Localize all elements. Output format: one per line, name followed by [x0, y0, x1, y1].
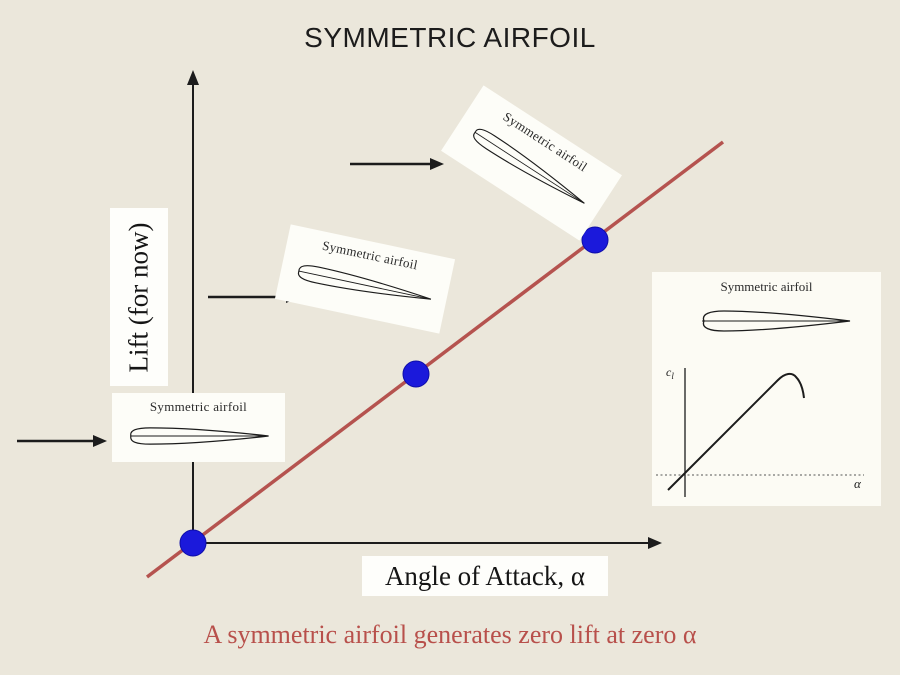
airfoil-sketch-icon	[472, 128, 585, 204]
airfoil-card-zero-alpha: Symmetric airfoil	[112, 393, 285, 462]
data-dot-mid	[402, 360, 430, 388]
airfoil-card-mid-alpha: Symmetric airfoil	[274, 224, 456, 334]
airfoil-sketch-icon	[129, 427, 269, 445]
inset-airfoil-icon	[702, 310, 851, 332]
airfoil-sketch-icon	[297, 265, 431, 300]
inset-title: Symmetric airfoil	[720, 279, 813, 294]
inset-cl-alpha-panel: Symmetric airfoil cl α	[652, 272, 881, 506]
inset-x-axis-label: α	[854, 476, 862, 491]
x-axis-label: Angle of Attack, α	[362, 556, 608, 596]
freestream-arrow-high	[350, 158, 444, 170]
airfoil-card-label: Symmetric airfoil	[149, 399, 248, 414]
inset-figure: cl α	[656, 310, 864, 497]
x-axis	[192, 537, 662, 549]
lift-vs-alpha-line	[145, 140, 725, 579]
inset-cl-curve	[667, 372, 805, 491]
caption: A symmetric airfoil generates zero lift …	[203, 620, 697, 649]
airfoil-card-high-alpha: Symmetric airfoil	[441, 85, 622, 241]
inset-chart: cl α	[656, 365, 864, 497]
y-axis	[187, 70, 199, 545]
y-axis-label: Lift (for now)	[110, 208, 168, 386]
x-axis-arrowhead-icon	[648, 537, 662, 549]
data-dot-high	[581, 226, 609, 254]
y-axis-arrowhead-icon	[187, 70, 199, 85]
slide-title: SYMMETRIC AIRFOIL	[304, 22, 596, 53]
inset-y-axis-label: cl	[666, 365, 674, 381]
data-dot-origin	[179, 529, 207, 557]
freestream-arrow-low	[17, 435, 107, 447]
